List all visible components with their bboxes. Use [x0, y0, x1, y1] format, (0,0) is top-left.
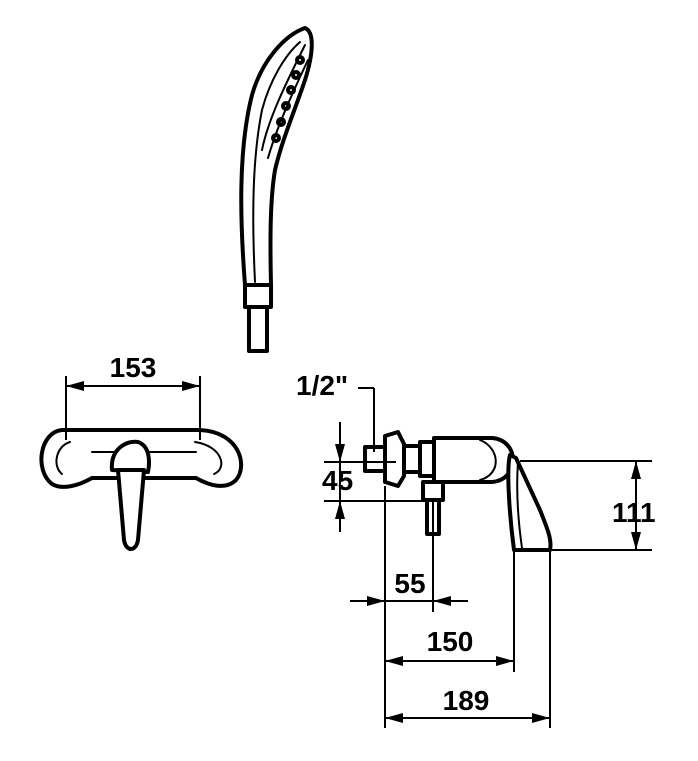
dimension-55: 55 — [350, 568, 468, 606]
dimension-45: 45 — [322, 422, 424, 532]
dimension-111: 111 — [520, 460, 656, 551]
label-189: 189 — [443, 685, 490, 716]
front-view — [39, 428, 244, 551]
hand-shower — [239, 26, 314, 353]
spray-nozzles — [271, 55, 305, 143]
extension-lines — [384, 486, 551, 728]
label-1-2-inch: 1/2" — [296, 370, 348, 401]
dimension-1-2-inch: 1/2" — [296, 370, 375, 452]
label-45: 45 — [322, 465, 353, 496]
dimension-150: 150 — [385, 626, 514, 666]
dimension-153: 153 — [65, 352, 201, 440]
label-150: 150 — [427, 626, 474, 657]
side-view — [363, 430, 553, 552]
dimension-189: 189 — [385, 685, 550, 723]
label-111: 111 — [612, 497, 656, 528]
label-153: 153 — [110, 352, 157, 383]
label-55: 55 — [394, 568, 425, 599]
